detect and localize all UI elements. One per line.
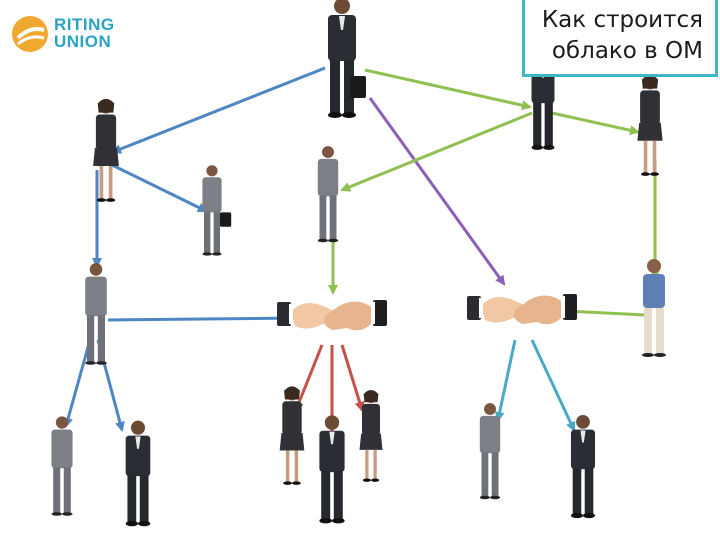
arrow-boss-to-man-right — [364, 68, 532, 111]
logo: RITING UNION — [10, 10, 140, 60]
arrow-handshake-right-to-man-bottom-right — [530, 339, 576, 432]
arrow-woman-grey-to-handshake-left — [107, 313, 307, 324]
arrow-woman-left-to-man-briefcase — [111, 163, 208, 213]
logo-text-line1: RITING — [54, 15, 115, 34]
title-box: Как строится облако в ОМ — [522, 0, 718, 77]
person-man-bottom-center-icon — [319, 415, 345, 524]
person-man-grey-bottom-icon — [479, 403, 501, 500]
arrow-boss-to-woman-left — [111, 66, 326, 154]
title-line1: Как строится — [541, 7, 703, 33]
person-man-bottom-left-icon — [125, 420, 151, 527]
arrow-man-right-to-woman-far-right — [551, 111, 640, 136]
arrow-boss-to-handshake-right — [368, 97, 506, 286]
person-boss-icon — [328, 0, 366, 118]
person-man-briefcase-icon — [202, 165, 232, 256]
title-line2: облако в ОМ — [551, 38, 703, 64]
handshake-right-icon — [467, 294, 577, 325]
person-woman-bottom-left-icon — [51, 416, 73, 516]
arrow-handshake-left-to-woman-bottom-a — [294, 344, 324, 412]
arrow-woman-grey-to-woman-bottom-left — [63, 339, 92, 428]
person-woman-far-right-icon — [637, 75, 663, 176]
person-woman-center-icon — [317, 146, 339, 243]
arrow-man-casual-to-handshake-right — [563, 306, 646, 317]
arrow-handshake-left-to-woman-bottom-b — [340, 344, 365, 412]
handshake-left-icon — [277, 300, 387, 331]
person-woman-grey-icon — [85, 263, 107, 365]
person-man-bottom-right-icon — [570, 414, 596, 519]
logo-emblem-icon — [12, 16, 48, 52]
arrow-man-right-to-woman-center — [340, 111, 533, 192]
arrow-handshake-right-to-man-grey-bottom — [494, 339, 517, 422]
logo-text-line2: UNION — [54, 32, 112, 51]
person-woman-bottom-b-icon — [359, 389, 383, 482]
